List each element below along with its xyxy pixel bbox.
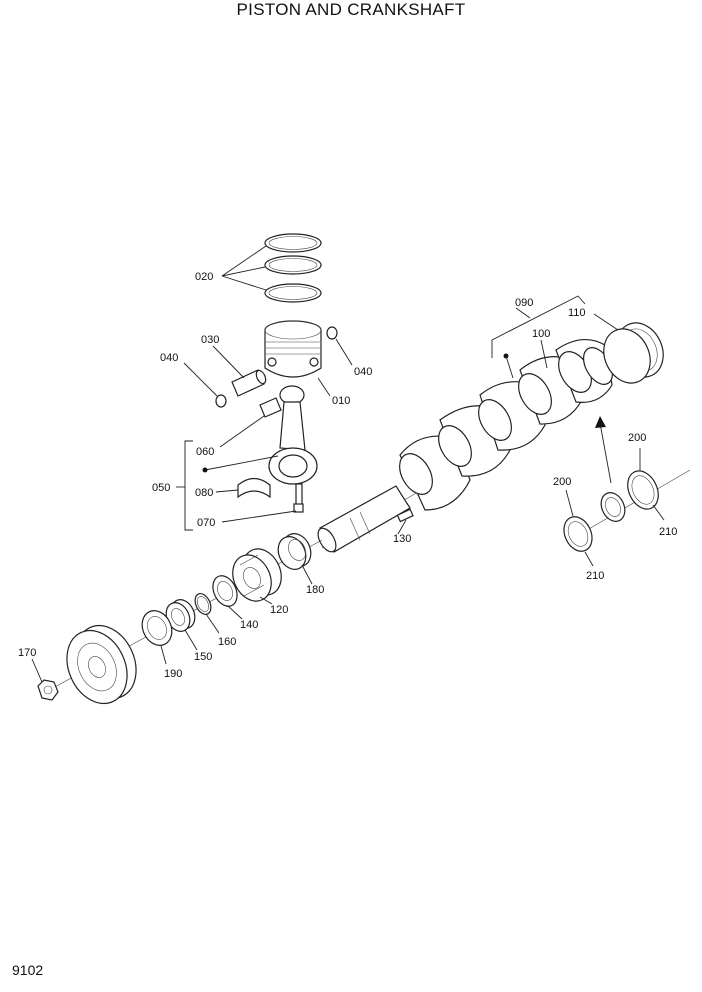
main-bearing-shell [603, 322, 664, 384]
label-020: 020 [195, 271, 213, 283]
snap-ring-left [215, 394, 227, 408]
crankshaft-gear [232, 548, 282, 602]
crankshaft-nut [37, 679, 59, 701]
small-end-bushing [259, 397, 282, 418]
label-200-left: 200 [553, 476, 571, 488]
page-number: 9102 [12, 962, 44, 978]
label-100: 100 [532, 328, 550, 340]
label-180: 180 [306, 584, 324, 596]
collar-150 [165, 599, 196, 632]
snap-ring-right [326, 326, 338, 340]
label-040-left: 040 [160, 352, 178, 364]
group-bracket-050 [184, 440, 193, 531]
label-210-right: 210 [659, 526, 677, 538]
label-150: 150 [194, 651, 212, 663]
label-060: 060 [196, 446, 214, 458]
label-160: 160 [218, 636, 236, 648]
gear-bearing-180 [277, 533, 312, 570]
label-050: 050 [152, 482, 170, 494]
crankshaft [317, 339, 614, 553]
group-bracket-090 [491, 295, 586, 341]
label-030: 030 [201, 334, 219, 346]
label-070: 070 [197, 517, 215, 529]
spacer-140 [212, 575, 238, 607]
arrow-head [595, 416, 606, 428]
label-110: 110 [568, 307, 586, 319]
conrod-bearing [237, 477, 271, 499]
o-ring-160 [194, 593, 212, 615]
piston [264, 320, 322, 378]
crankshaft-pulley [66, 624, 137, 705]
label-120: 120 [270, 604, 288, 616]
arrow-line [599, 422, 612, 484]
label-210-left: 210 [586, 570, 604, 582]
thrust-washer-left [563, 516, 593, 552]
piston-rings [264, 233, 322, 303]
label-140: 140 [240, 619, 258, 631]
label-040-right: 040 [354, 366, 372, 378]
label-080: 080 [195, 487, 213, 499]
label-170: 170 [18, 647, 36, 659]
piston-pin [231, 369, 267, 397]
label-200-right: 200 [628, 432, 646, 444]
label-010: 010 [332, 395, 350, 407]
label-130: 130 [393, 533, 411, 545]
diagram-title: PISTON AND CRANKSHAFT [236, 0, 466, 19]
label-090: 090 [515, 297, 533, 309]
connecting-rod [268, 385, 318, 513]
label-190: 190 [164, 668, 182, 680]
oil-seal-190 [141, 610, 173, 646]
woodruff-key [396, 508, 414, 523]
